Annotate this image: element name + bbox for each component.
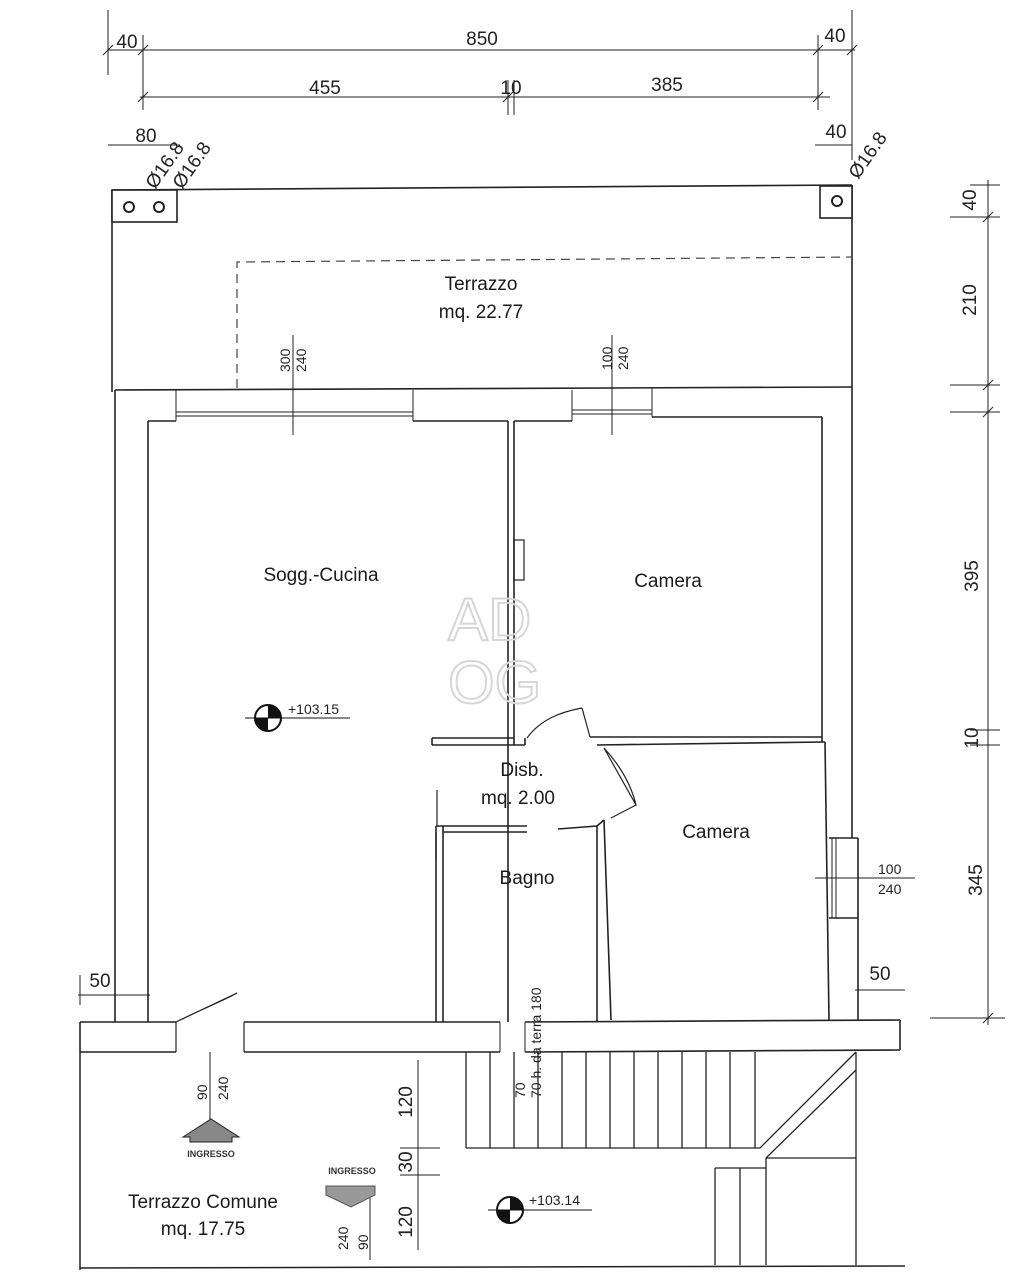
dim-right-395: 395 — [962, 560, 983, 592]
common-dim-lines — [209, 1052, 440, 1260]
window-axis-lines — [292, 335, 613, 435]
dim-column-width: 80 — [135, 126, 156, 147]
door-bathroom — [435, 790, 438, 860]
dim-side-right: 50 — [869, 964, 890, 985]
dim-stairs-120-bottom: 120 — [396, 1206, 417, 1238]
terrazzo-label: Terrazzo — [445, 274, 518, 295]
dim-top-total: 850 — [466, 29, 498, 50]
camera-1-label: Camera — [634, 571, 702, 592]
wall-niche — [513, 539, 525, 581]
stairs — [465, 1051, 857, 1265]
dim-top-right-span: 385 — [651, 75, 683, 96]
dim-top-right: 40 — [824, 26, 845, 47]
right-dimensions — [930, 180, 1005, 1025]
dim-window-camera2-height: 240 — [878, 881, 902, 897]
common-terrace-outline — [79, 1052, 906, 1270]
dim-stairs-120-top: 120 — [396, 1086, 417, 1118]
interior-walls — [431, 736, 830, 1022]
door-entry — [175, 992, 245, 1052]
dim-window-kitchen-height: 240 — [293, 348, 309, 372]
dim-window-kitchen-width: 300 — [277, 348, 293, 372]
level-marker-common-icon — [488, 1196, 592, 1224]
terrazzo-area: mq. 22.77 — [439, 302, 524, 323]
entrance-common-arrow-icon — [325, 1185, 376, 1208]
bagno-label: Bagno — [500, 868, 555, 889]
entrance-arrow-icon — [181, 1118, 241, 1143]
camera-2-label: Camera — [682, 822, 750, 843]
level-common: +103.14 — [529, 1192, 580, 1208]
dim-door-entry-height: 240 — [215, 1076, 231, 1100]
terrace-outline — [111, 184, 853, 392]
level-marker-icon — [245, 704, 350, 732]
dim-window-camera2-width: 100 — [878, 861, 902, 877]
dim-right-40: 40 — [960, 189, 981, 210]
door-camera-2 — [603, 747, 637, 819]
window-camera-1 — [571, 388, 653, 421]
watermark-bottom: OG — [448, 649, 541, 716]
dim-window-camera-height: 240 — [615, 346, 631, 370]
dim-window-camera-width: 100 — [599, 346, 615, 370]
side-dim-lines — [78, 975, 905, 1005]
common-terrace-area: mq. 17.75 — [161, 1219, 246, 1240]
dim-door-common-width: 90 — [355, 1234, 371, 1250]
exterior-walls — [79, 386, 901, 1053]
dim-top-left: 40 — [116, 32, 137, 53]
dim-bathroom-window-width: 70 — [512, 1082, 528, 1098]
dim-right-345: 345 — [966, 864, 987, 896]
dim-right-210: 210 — [960, 284, 981, 316]
dim-top-left-span: 455 — [309, 78, 341, 99]
disb-label: Disb. — [500, 760, 543, 781]
dim-door-common-height: 240 — [335, 1226, 351, 1250]
watermark-top: AD — [448, 586, 531, 653]
level-interior: +103.15 — [288, 701, 339, 717]
dim-right-column: 40 — [825, 122, 846, 143]
window-camera-2 — [815, 838, 915, 918]
window-bathroom — [499, 1022, 526, 1052]
common-terrace-label: Terrazzo Comune — [128, 1192, 278, 1213]
dim-door-entry-width: 90 — [194, 1084, 210, 1100]
soggiorno-label: Sogg.-Cucina — [263, 565, 379, 586]
dim-stairs-30: 30 — [396, 1151, 417, 1172]
column-icon — [123, 195, 843, 213]
door-camera-1 — [526, 707, 591, 739]
dim-right-10: 10 — [962, 727, 983, 748]
disb-area: mq. 2.00 — [481, 788, 555, 809]
top-dimensions — [102, 10, 858, 160]
terrace-dashed-edge — [236, 256, 853, 388]
dim-bathroom-window-note: 70 h. da terra 180 — [528, 987, 544, 1098]
window-kitchen — [175, 390, 414, 421]
entrance-main-label: INGRESSO — [187, 1149, 235, 1159]
dim-side-left: 50 — [89, 971, 110, 992]
entrance-common-label: INGRESSO — [328, 1166, 376, 1176]
dim-top-mid-wall: 10 — [500, 78, 521, 99]
